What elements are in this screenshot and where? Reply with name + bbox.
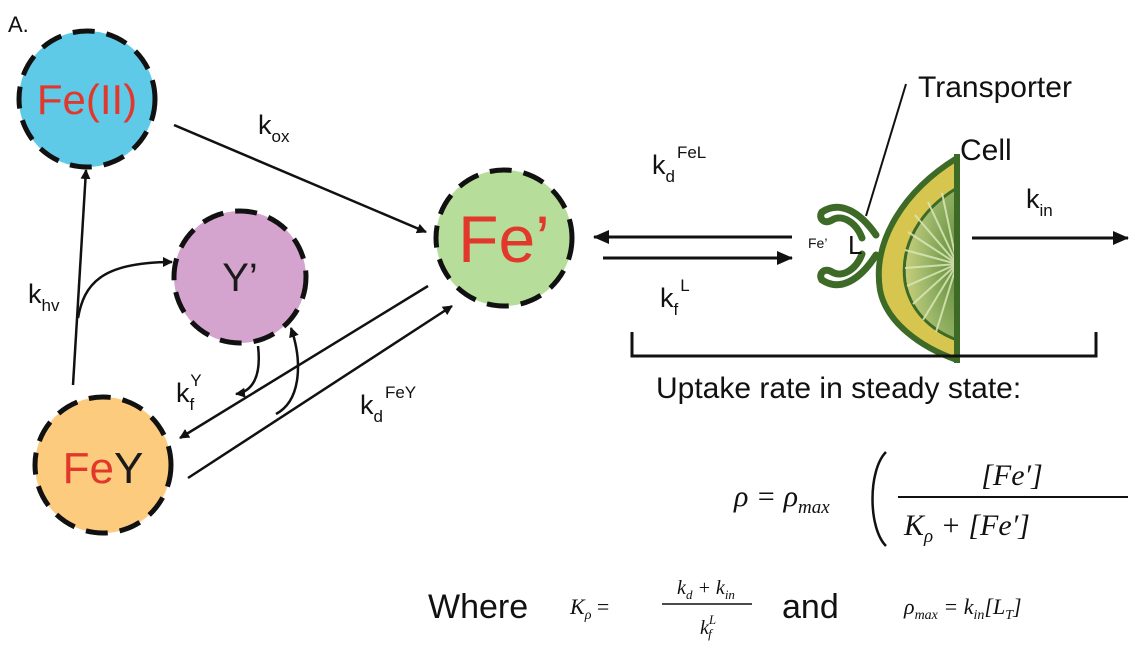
transporter-shape [817,203,880,289]
rho-max-expression: ρmax = kin[LT] [903,594,1022,623]
rho-eq-numerator: [Fe′] [981,459,1043,492]
arrows [71,123,1129,480]
rate-k-dFeY: kdFeY [360,383,416,426]
node-feprime: Fe’ [433,167,575,309]
rho-eq-denominator: Kρ + [Fe′] [903,509,1030,547]
bound-fe-label: Fe’ [808,235,827,251]
cell-interior [902,185,959,343]
arrow-fey-to-yprime [275,327,300,416]
k-rho-numerator: kd + kin [677,577,735,602]
rate-k-fY: kfY [176,371,202,414]
node-fey: FeY [32,394,174,536]
cell-illustration: L Fe’ [808,154,960,363]
rate-k-in: kin [1026,184,1053,220]
yprime-label: Y’ [222,256,258,300]
yprime-circle [171,208,309,346]
k-rho-lhs: Kρ = [569,594,609,623]
uptake-caption: Uptake rate in steady state: [656,372,1021,405]
cell-label: Cell [960,134,1012,167]
panel-label: A. [8,12,29,37]
rate-k-dFeL: kdFeL [652,143,706,186]
cell-stripes [904,192,958,333]
rho-eq-lhs: ρ = ρmax [733,480,830,518]
fey-label: FeY [63,444,144,493]
arrow-fey-to-feprime [187,304,453,480]
arrow-fe2-to-feprime [173,123,427,234]
rate-k-hv: khv [28,279,60,315]
uptake-bracket [630,332,1098,358]
transporter-ligand-label: L [848,230,862,260]
rate-k-fL: kfL [660,276,690,319]
transporter-label: Transporter [918,71,1072,104]
feprime-circle [433,167,575,309]
fe2-label: Fe(II) [37,76,137,123]
feprime-label: Fe’ [458,202,550,276]
and-word: and [782,588,839,626]
fe2-circle [16,28,158,170]
transporter-pointer [865,83,907,217]
node-fe2: Fe(II) [16,28,158,170]
rho-equation: ρ = ρmax [Fe′] Kρ + [Fe′] [733,451,1128,547]
node-yprime: Y’ [171,208,309,346]
arrow-feprime-to-fey [179,284,429,440]
arrow-hv-to-yprime [76,257,173,319]
arrow-fey-to-fe2 [71,169,91,386]
rho-max-definition: ρmax = kin[LT] [903,594,1022,623]
rho-eq-left-paren [871,451,887,547]
where-word: Where [428,588,528,626]
fey-circle [32,394,174,536]
fey-label-fe: Fe [63,444,114,493]
rate-k-ox: kox [258,110,290,146]
fey-label-y: Y [114,444,143,493]
arrow-yprime-to-fey [235,345,261,398]
